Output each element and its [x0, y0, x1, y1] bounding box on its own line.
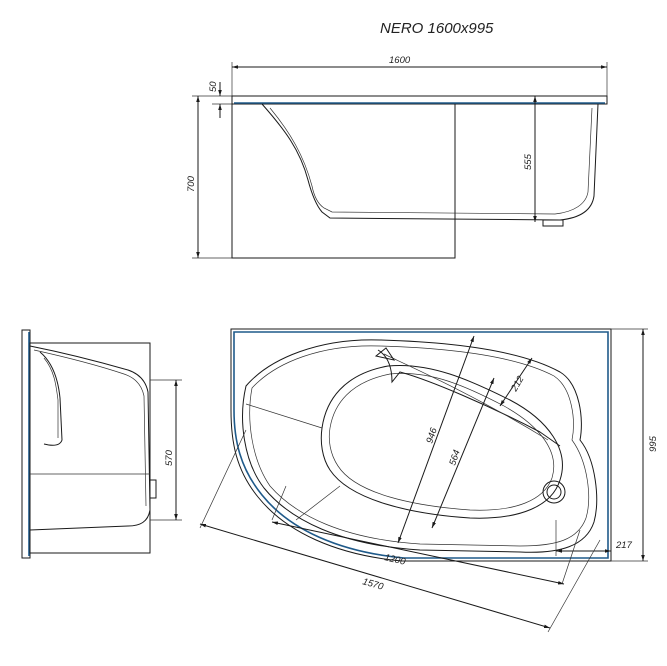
dim-overall-length: 1570 — [361, 576, 385, 593]
front-elevation: 1600 50 700 555 — [186, 55, 608, 259]
plan-view: 995 217 946 564 212 1200 1570 — [199, 328, 659, 633]
dim-basin-length: 1200 — [383, 552, 407, 568]
dim-side-depth: 570 — [164, 449, 175, 466]
dim-top-width: 1600 — [389, 55, 411, 66]
dim-plan-depth: 995 — [648, 435, 659, 452]
drawing-title: NERO 1600x995 — [380, 20, 494, 37]
dim-rim: 50 — [208, 81, 219, 92]
dim-height: 700 — [186, 175, 197, 192]
side-elevation: 570 — [21, 329, 182, 559]
dim-basin-rim: 212 — [509, 374, 527, 395]
drain-icon — [542, 480, 566, 504]
dim-diag-outer: 946 — [424, 426, 440, 445]
dim-depth: 555 — [523, 153, 534, 170]
dim-offset: 217 — [615, 540, 633, 551]
dim-diag-inner: 564 — [447, 448, 462, 466]
